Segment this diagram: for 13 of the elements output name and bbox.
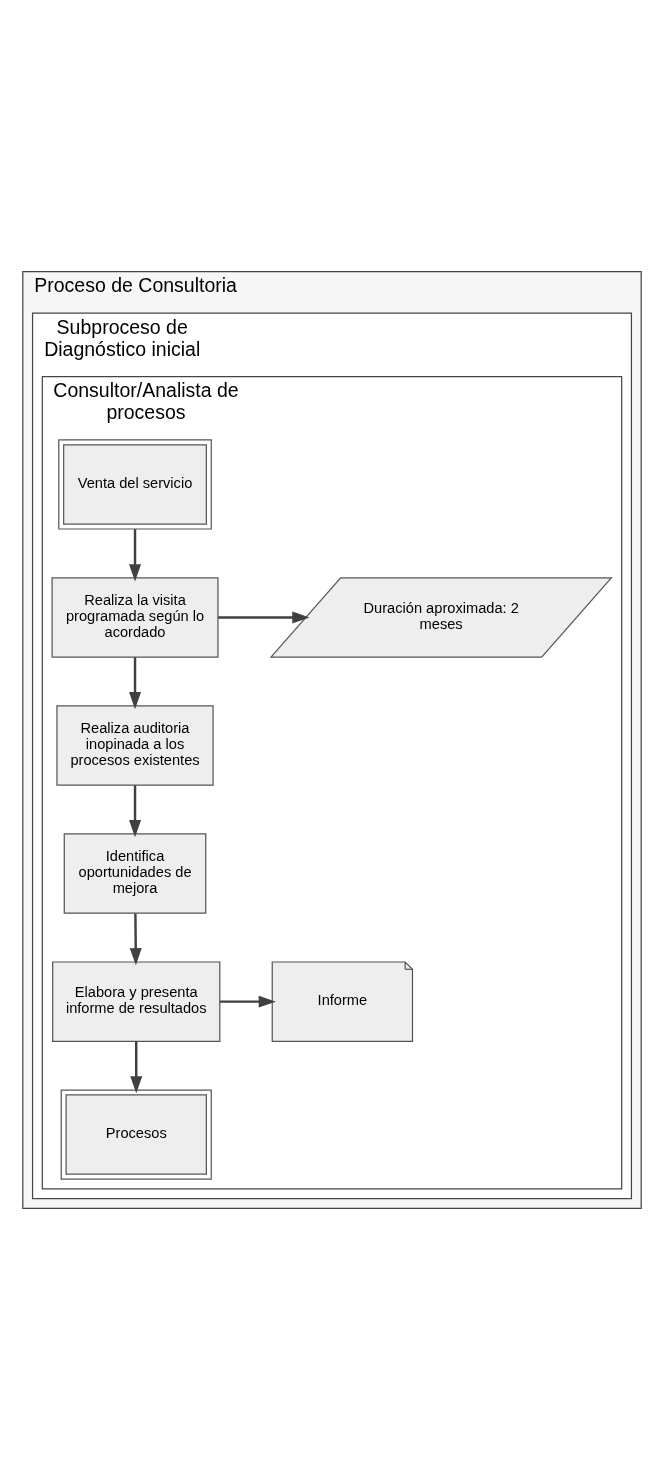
arrow xyxy=(129,784,141,837)
arrow xyxy=(129,528,141,581)
node-box: Identifica oportunidades de mejora xyxy=(63,832,207,914)
arrow xyxy=(220,995,276,1008)
node-box: Procesos xyxy=(60,1088,212,1180)
node-box: Realiza auditoria inopinada a los procesos existentes xyxy=(56,704,214,786)
node-box: Realiza la visita programada según lo acordado xyxy=(51,576,219,658)
arrow xyxy=(218,610,310,623)
arrow xyxy=(129,912,142,965)
node-box: Venta del servicio xyxy=(58,438,212,530)
node-box: Elabora y presenta informe de resultados xyxy=(52,960,221,1042)
arrow xyxy=(130,1040,143,1093)
arrow xyxy=(129,656,141,709)
